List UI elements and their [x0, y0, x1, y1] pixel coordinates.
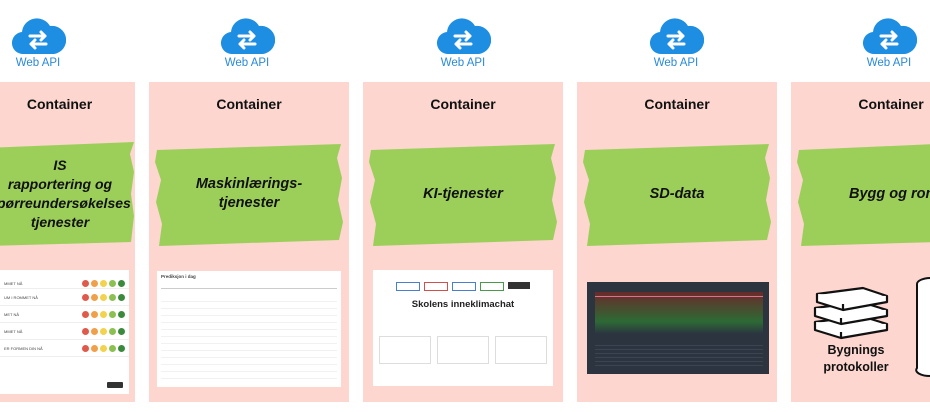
web-api-5: Web API	[849, 14, 929, 70]
cloud-transfer-icon	[436, 18, 491, 55]
cloud-transfer-icon	[649, 18, 704, 55]
survey-screenshot: MMET NÅ UM I ROMMET NÅ MET NÅ MMET NÅ ER…	[0, 270, 129, 394]
service-tape-2: Maskinlærings- tjenester	[155, 142, 343, 246]
container-1: Container IS rapportering og spørreunder…	[0, 82, 135, 402]
database-icon	[915, 277, 930, 377]
web-api-3: Web API	[423, 14, 503, 70]
container-title: Container	[430, 96, 496, 112]
service-name: Bygg og rom	[849, 185, 930, 202]
service-name: KI-tjenester	[423, 185, 503, 202]
service-tape-3: KI-tjenester	[369, 142, 557, 246]
container-title: Container	[26, 96, 93, 112]
service-tape-1: IS rapportering og spørreundersøkelses t…	[0, 142, 134, 246]
container-title: Container	[216, 96, 282, 112]
service-name: IS rapportering og spørreundersøkelses t…	[0, 157, 131, 230]
web-api-4: Web API	[636, 14, 716, 70]
web-api-label: Web API	[15, 57, 61, 69]
container-3: Container KI-tjenester Skolens inneklima…	[363, 82, 563, 402]
cloud-transfer-icon	[11, 18, 66, 55]
service-name: Maskinlærings- tjenester	[195, 176, 303, 211]
web-api-label: Web API	[224, 57, 270, 69]
web-api-2: Web API	[207, 14, 287, 70]
container-5: Container Bygg og rom Bygnings protokoll…	[791, 82, 930, 402]
container-4: Container SD-data	[577, 82, 777, 402]
chat-title: Skolens inneklimachat	[411, 299, 515, 310]
web-api-label: Web API	[866, 57, 912, 69]
chat-screenshot: Skolens inneklimachat	[373, 270, 553, 386]
protocol-label: Bygnings protokoller	[823, 343, 889, 374]
dark-chart-screenshot	[587, 282, 769, 374]
web-api-label: Web API	[440, 57, 486, 69]
container-2: Container Maskinlærings- tjenester Predi…	[149, 82, 349, 402]
container-title: Container	[858, 96, 924, 112]
service-tape-4: SD-data	[583, 142, 771, 246]
container-title: Container	[644, 96, 710, 112]
web-api-label: Web API	[653, 57, 699, 69]
service-tape-5: Bygg og rom	[797, 142, 930, 246]
books-icon	[813, 286, 889, 340]
cloud-transfer-icon	[220, 18, 275, 55]
web-api-1: Web API	[0, 14, 78, 70]
prediction-table-screenshot: Prediksjon i dag	[157, 271, 341, 387]
cloud-transfer-icon	[862, 18, 917, 55]
service-name: SD-data	[649, 185, 705, 202]
